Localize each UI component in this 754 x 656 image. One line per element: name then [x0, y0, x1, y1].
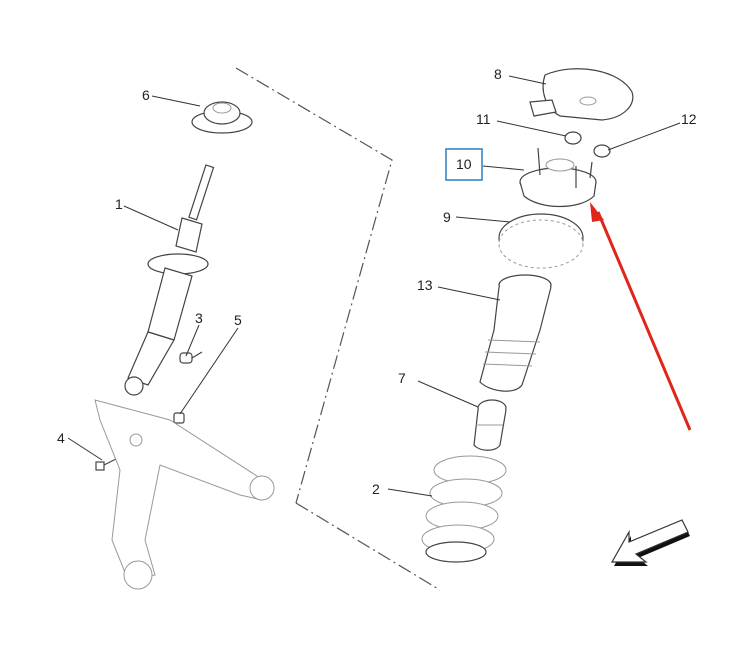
callout-7: 7 — [398, 370, 406, 386]
callout-10: 10 — [456, 156, 472, 172]
callout-8: 8 — [494, 66, 502, 82]
leader-lines — [67, 75, 681, 497]
part-11-nut — [564, 131, 582, 145]
part-10-top-mount — [519, 147, 597, 208]
callout-2: 2 — [372, 481, 380, 497]
part-8-cover — [529, 68, 634, 121]
front-direction-arrow-icon — [610, 519, 690, 566]
callout-9: 9 — [443, 209, 451, 225]
callout-4: 4 — [57, 430, 65, 446]
callout-12: 12 — [681, 111, 697, 127]
red-pointer-arrow-icon — [590, 202, 692, 431]
part-2-coil-spring — [421, 455, 507, 563]
part-12-nut — [593, 144, 611, 158]
callout-labels: 1 2 3 4 5 6 7 8 9 10 11 12 13 — [57, 66, 697, 497]
callout-3: 3 — [195, 310, 203, 326]
callout-6: 6 — [142, 87, 150, 103]
part-13-dust-boot — [479, 274, 552, 392]
exploded-parts — [421, 68, 634, 563]
callout-13: 13 — [417, 277, 433, 293]
assembled-strut — [94, 101, 275, 590]
callout-1: 1 — [115, 196, 123, 212]
callout-10-highlight-box — [445, 148, 483, 181]
part-1-damper — [124, 164, 215, 396]
part-6-upper-mount — [191, 101, 253, 134]
part-5-nut — [173, 412, 185, 424]
lower-control-arm — [94, 399, 275, 590]
part-9-spring-pad — [498, 213, 584, 269]
callout-11: 11 — [476, 111, 491, 127]
part-3-bushing — [179, 351, 203, 364]
assembly-bracket — [235, 67, 441, 591]
part-7-bump-stop — [473, 399, 507, 451]
callout-5: 5 — [234, 312, 242, 328]
